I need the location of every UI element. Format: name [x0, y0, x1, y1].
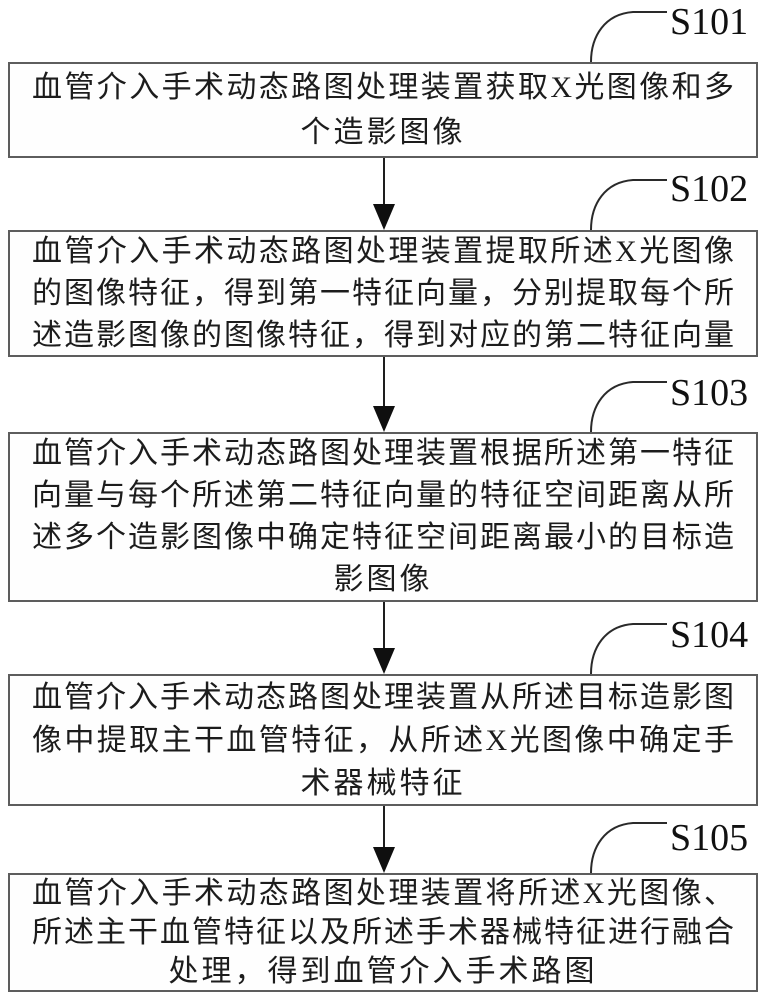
step-text-line: 向量与每个所述第二特征向量的特征空间距离从所 [32, 479, 734, 512]
label-leader-curve [590, 822, 667, 873]
step-id-text: S103 [670, 372, 749, 414]
step-text-line: 个造影图像 [300, 116, 466, 149]
step-id-text: S105 [670, 817, 749, 859]
label-leader-curve [590, 179, 667, 230]
step-label-s102: S102 [670, 169, 748, 209]
down-arrow [373, 158, 395, 230]
step-id-text: S104 [670, 614, 749, 656]
flow-box-s104: 血管介入手术动态路图处理装置从所述目标造影图 像中提取主干血管特征，从所述X光图… [8, 674, 758, 806]
flow-box-s101: 血管介入手术动态路图处理装置获取X光图像和多 个造影图像 [8, 62, 758, 158]
step-id-text: S102 [670, 168, 749, 210]
step-text-line: 像中提取主干血管特征，从所述X光图像中确定手 [32, 723, 734, 757]
step-id-text: S101 [670, 1, 749, 43]
step-text-line: 血管介入手术动态路图处理装置根据所述第一特征 [32, 437, 734, 470]
step-label-s104: S104 [670, 615, 748, 655]
step-text-line: 血管介入手术动态路图处理装置获取X光图像和多 [32, 71, 734, 104]
step-text-line: 述造影图像的图像特征，得到对应的第二特征向量 [32, 318, 734, 352]
step-text-line: 处理，得到血管介入手术路图 [168, 955, 598, 988]
step-text-line: 影图像 [333, 563, 433, 596]
flow-box-s102: 血管介入手术动态路图处理装置提取所述X光图像 的图像特征，得到第一特征向量，分别… [8, 230, 758, 357]
label-leader-curve [590, 381, 667, 432]
step-text-line: 血管介入手术动态路图处理装置将所述X光图像、 [32, 877, 734, 910]
down-arrow [373, 357, 395, 432]
flow-box-s103: 血管介入手术动态路图处理装置根据所述第一特征 向量与每个所述第二特征向量的特征空… [8, 432, 758, 602]
step-text-line: 血管介入手术动态路图处理装置从所述目标造影图 [32, 680, 734, 714]
step-label-s105: S105 [670, 818, 748, 858]
step-text: 血管介入手术动态路图处理装置将所述X光图像、 所述主干血管特征以及所述手术器械特… [10, 874, 756, 991]
step-label-s103: S103 [670, 373, 748, 413]
down-arrow [373, 806, 395, 873]
label-leader-curve [590, 11, 667, 62]
step-text-line: 术器械特征 [300, 766, 466, 800]
step-text: 血管介入手术动态路图处理装置根据所述第一特征 向量与每个所述第二特征向量的特征空… [10, 433, 756, 601]
step-text: 血管介入手术动态路图处理装置从所述目标造影图 像中提取主干血管特征，从所述X光图… [10, 676, 756, 805]
down-arrow [373, 602, 395, 674]
step-label-s101: S101 [670, 2, 748, 42]
step-text-line: 血管介入手术动态路图处理装置提取所述X光图像 [32, 234, 734, 268]
step-text: 血管介入手术动态路图处理装置获取X光图像和多 个造影图像 [10, 65, 756, 155]
label-leader-curve [590, 623, 667, 674]
flow-box-s105: 血管介入手术动态路图处理装置将所述X光图像、 所述主干血管特征以及所述手术器械特… [8, 873, 758, 992]
step-text: 血管介入手术动态路图处理装置提取所述X光图像 的图像特征，得到第一特征向量，分别… [10, 231, 756, 357]
step-text-line: 所述主干血管特征以及所述手术器械特征进行融合 [32, 916, 734, 949]
step-text-line: 述多个造影图像中确定特征空间距离最小的目标造 [32, 521, 734, 554]
step-text-line: 的图像特征，得到第一特征向量，分别提取每个所 [32, 276, 734, 310]
